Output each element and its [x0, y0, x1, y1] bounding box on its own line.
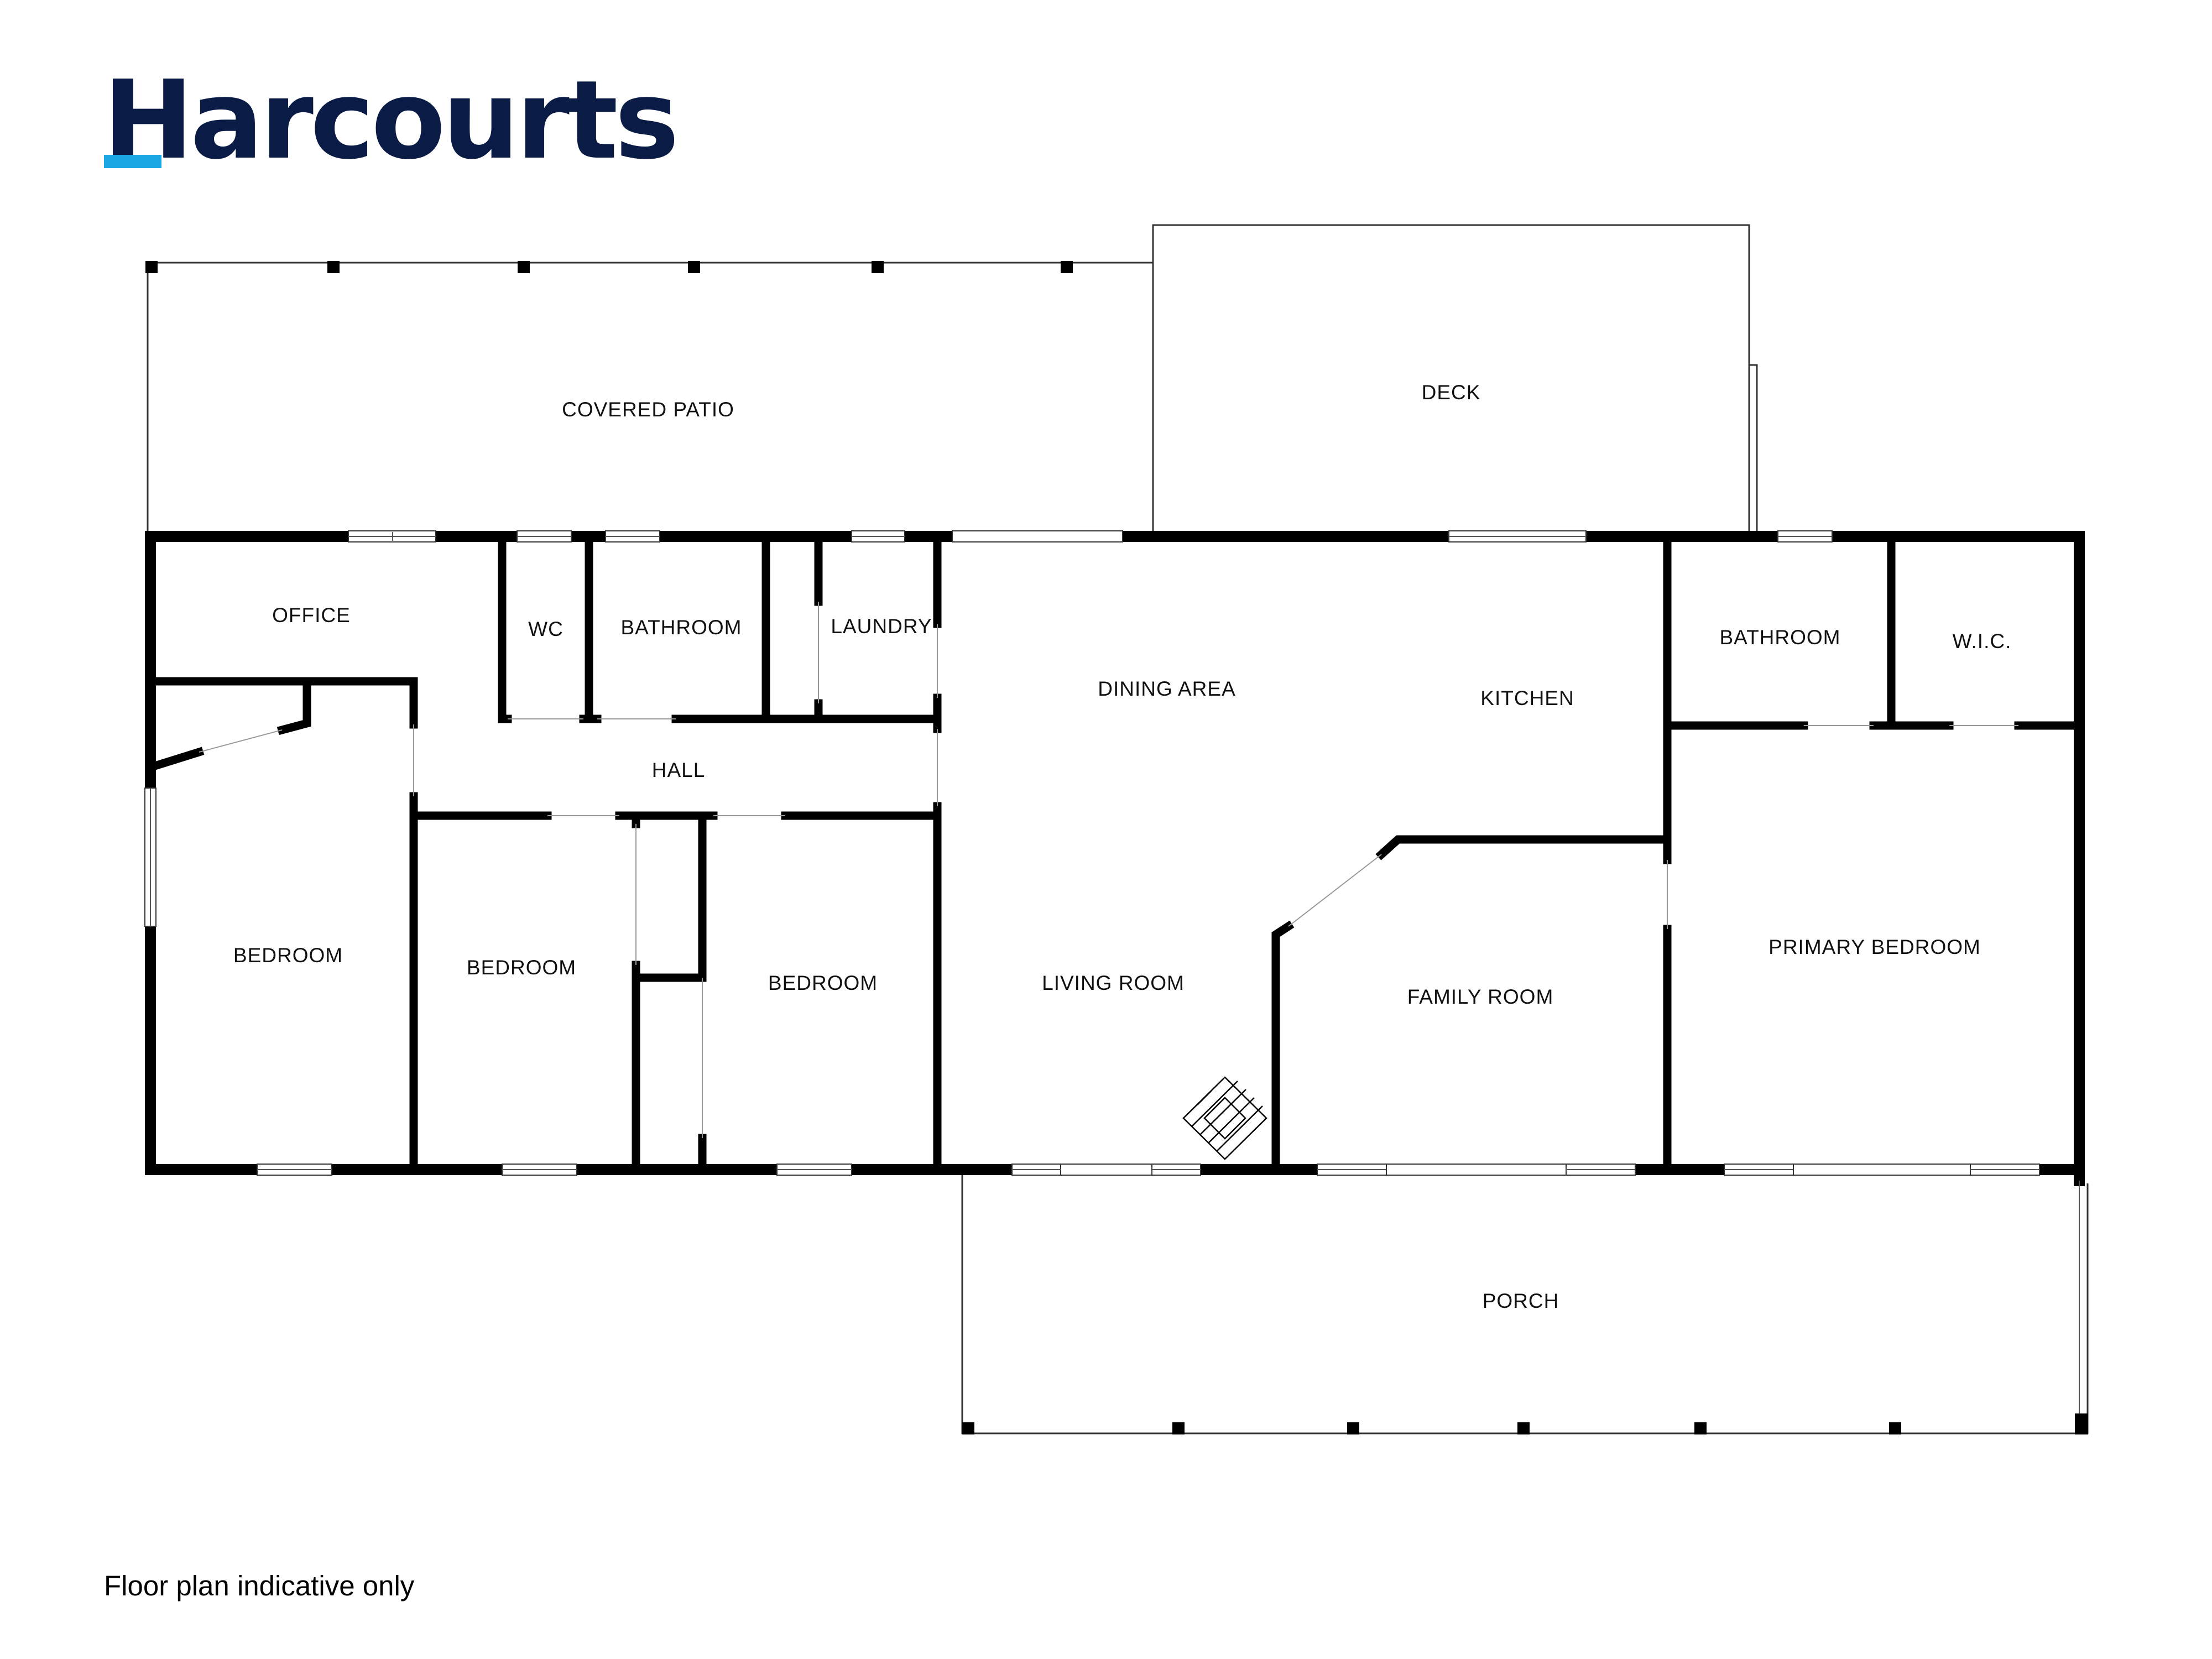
outdoor-outlines [147, 224, 2089, 1434]
label-hall: HALL [652, 759, 706, 781]
post [518, 261, 530, 273]
post [1061, 261, 1073, 273]
post [2075, 1413, 2088, 1434]
interior-walls [146, 532, 2084, 1174]
label-living-room: LIVING ROOM [1042, 972, 1185, 994]
label-bathroom: BATHROOM [620, 616, 742, 639]
post [962, 1422, 974, 1434]
window-panes [150, 532, 2080, 1413]
room-labels: COVERED PATIO DECK OFFICE WC BATHROOM LA… [233, 381, 2011, 1312]
label-bedroom-2: BEDROOM [467, 956, 576, 979]
door-bottom [1386, 1164, 1567, 1176]
label-wic: W.I.C. [1953, 630, 2012, 653]
label-bedroom-3: BEDROOM [768, 972, 878, 994]
post [1517, 1422, 1530, 1434]
label-wc: WC [528, 618, 564, 640]
label-deck: DECK [1422, 381, 1481, 404]
label-porch: PORCH [1483, 1290, 1559, 1312]
post [1694, 1422, 1707, 1434]
harcourts-logo: Harcourts [103, 65, 679, 176]
label-bedroom-1: BEDROOM [233, 944, 343, 967]
wall-family-room [1375, 835, 1672, 860]
deck-step [1748, 364, 1758, 538]
post [1172, 1422, 1185, 1434]
label-kitchen: KITCHEN [1480, 687, 1574, 709]
door-bottom [1060, 1164, 1152, 1176]
sliding-door-top [952, 530, 1123, 542]
door-bottom [1793, 1164, 1971, 1176]
wall-family-room-left [1271, 920, 1295, 1174]
logo-accent-bar [104, 155, 161, 168]
interior-doors [199, 602, 2018, 1138]
post [872, 261, 884, 273]
label-dining-area: DINING AREA [1098, 677, 1236, 700]
openings [144, 530, 2040, 1176]
wall-closet-angle [149, 747, 205, 771]
post [145, 261, 158, 273]
label-covered-patio: COVERED PATIO [562, 398, 734, 421]
label-office: OFFICE [272, 604, 351, 627]
disclaimer-text: Floor plan indicative only [104, 1570, 415, 1601]
label-family-room: FAMILY ROOM [1407, 985, 1554, 1008]
label-laundry: LAUNDRY [831, 615, 932, 638]
label-bathroom-ensuite: BATHROOM [1719, 626, 1840, 649]
fireplace-icon [1182, 1076, 1267, 1160]
posts [145, 261, 2088, 1434]
wall-bedroom1-closet [276, 677, 311, 735]
post [1889, 1422, 1901, 1434]
logo-wordmark: Harcourts [103, 58, 679, 184]
post [327, 261, 340, 273]
post [1347, 1422, 1359, 1434]
label-primary-bedroom: PRIMARY BEDROOM [1768, 936, 1981, 958]
post [688, 261, 700, 273]
